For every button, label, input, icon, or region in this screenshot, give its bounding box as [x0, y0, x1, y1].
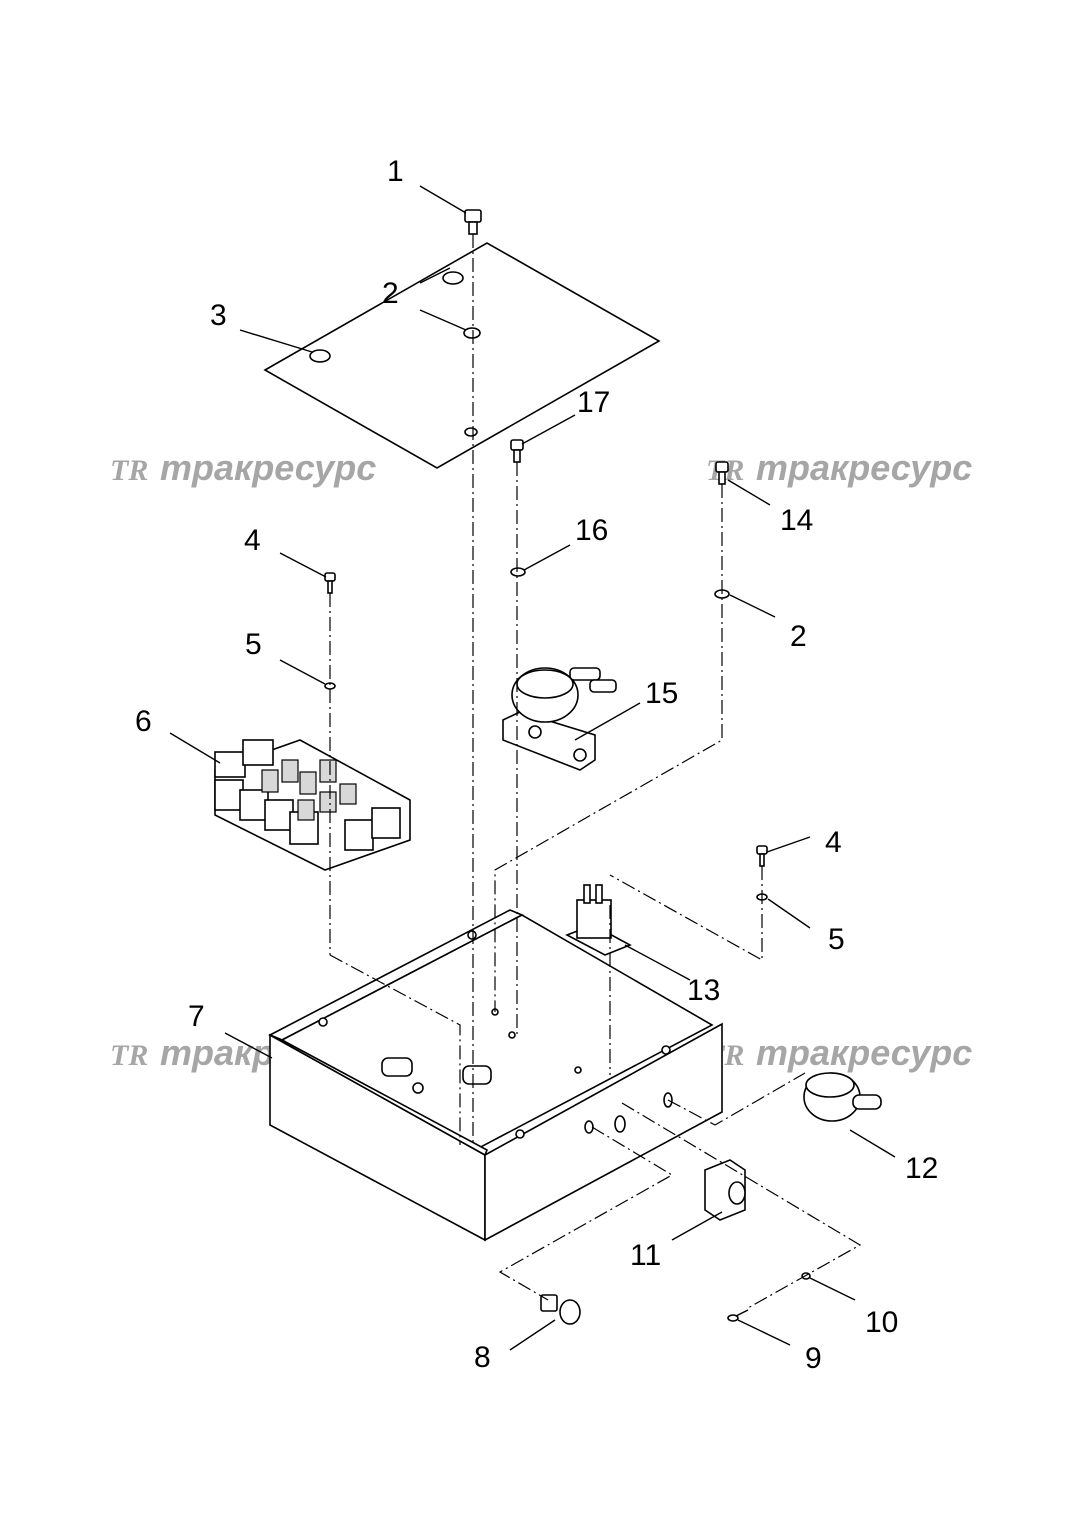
box-enclosure	[268, 909, 723, 1242]
callout-11: 11	[630, 1239, 661, 1272]
callout-3: 3	[210, 299, 227, 332]
callout-4-right: 4	[825, 826, 842, 859]
screw-9	[727, 1309, 749, 1322]
watermark-text: тракресурс	[160, 447, 376, 488]
callout-8: 8	[474, 1341, 491, 1374]
battery-relay	[502, 667, 617, 771]
leader-lines	[169, 185, 896, 1351]
callout-14: 14	[780, 504, 813, 537]
callouts: 1 2 3 17 14 16 4 2 5 15 6 4 5 13 7 12 11…	[135, 155, 938, 1375]
washer-16	[510, 567, 526, 577]
callout-7: 7	[188, 1000, 205, 1033]
callout-10: 10	[865, 1306, 898, 1339]
watermark-top-left: TR тракресурс	[110, 447, 376, 488]
toggle-switch	[704, 1159, 746, 1221]
indicator-lamp	[540, 1294, 581, 1325]
callout-12: 12	[905, 1152, 938, 1185]
watermark-top-right: TR тракресурс	[706, 447, 972, 488]
callout-5-right: 5	[828, 923, 845, 956]
callout-2: 2	[382, 277, 399, 310]
callout-1: 1	[387, 155, 404, 188]
cover-plate	[263, 242, 661, 469]
callout-17: 17	[577, 386, 610, 419]
callout-4: 4	[244, 524, 261, 557]
callout-13: 13	[687, 974, 720, 1007]
rotary-switch	[803, 1072, 882, 1122]
bolt-17	[510, 439, 524, 463]
washer-top	[463, 327, 481, 339]
watermark-logo: TR	[110, 1039, 148, 1072]
callout-9: 9	[805, 1342, 822, 1375]
callout-2-right: 2	[790, 620, 807, 653]
watermark-text: тракресурс	[756, 447, 972, 488]
relay-fuse-block	[214, 739, 411, 871]
callout-6: 6	[135, 705, 152, 738]
callout-15: 15	[645, 677, 678, 710]
watermark-text: тракресурс	[756, 1032, 972, 1073]
watermark-logo: TR	[110, 454, 148, 487]
bolt-left	[324, 572, 336, 594]
bolt-14	[715, 461, 729, 485]
assembly-lines	[329, 234, 862, 1309]
callout-16: 16	[575, 514, 608, 547]
connector-13	[565, 884, 632, 956]
bolt-top	[464, 209, 482, 235]
watermark-bottom-right: TR тракресурс	[706, 1032, 972, 1073]
bolt-right	[756, 845, 768, 867]
callout-5: 5	[245, 628, 262, 661]
